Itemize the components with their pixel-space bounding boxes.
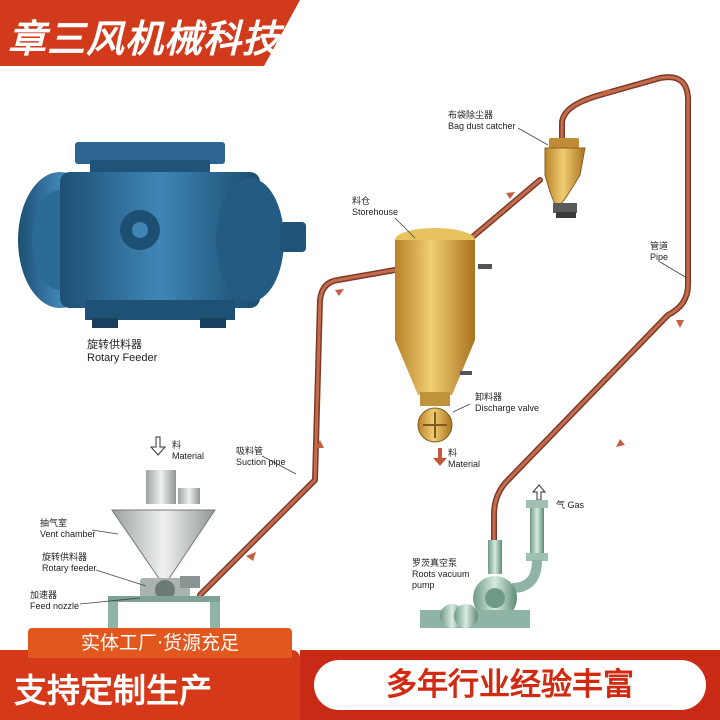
material-out-label-cn: 料 bbox=[448, 448, 458, 458]
roots-pump-label: 罗茨真空泵 Roots vacuum pump bbox=[412, 558, 470, 591]
custom-production-text: 支持定制生产 bbox=[14, 671, 212, 710]
pipe-network bbox=[197, 74, 692, 598]
rotary-label-en: Rotary feeder bbox=[42, 563, 97, 573]
pipe-label-en: Pipe bbox=[650, 252, 669, 262]
roots-label-cn: 罗茨真空泵 bbox=[412, 558, 458, 568]
feeder-assembly bbox=[108, 470, 220, 636]
company-name: 章三风机械科技 bbox=[8, 17, 282, 61]
gas-label-en: Gas bbox=[567, 500, 585, 510]
rotary-feeder-photo-label: 旋转供料器 Rotary Feeder bbox=[87, 339, 157, 365]
suction-label-en: Suction pipe bbox=[236, 457, 286, 467]
experience-pill: 多年行业经验丰富 bbox=[314, 660, 706, 710]
gas-label-cn: 气 bbox=[556, 500, 566, 510]
roots-label-en2: pump bbox=[412, 580, 435, 590]
gas-label: 气 Gas bbox=[556, 500, 584, 511]
vent-label-cn: 抽气室 bbox=[40, 518, 68, 528]
rotary-feeder-photo-label-en: Rotary Feeder bbox=[87, 352, 158, 364]
experience-box: 多年行业经验丰富 bbox=[300, 650, 720, 720]
bag-dust-catcher bbox=[544, 138, 586, 218]
storehouse-label: 料仓 Storehouse bbox=[352, 196, 398, 218]
promo-bar: 支持定制生产 实体工厂·货源充足 多年行业经验丰富 bbox=[0, 628, 720, 720]
discharge-valve-label: 卸料器 Discharge valve bbox=[475, 392, 539, 414]
leader-lines bbox=[79, 127, 688, 605]
bag-label-en: Bag dust catcher bbox=[448, 121, 516, 131]
rotary-feeder-label: 旋转供料器 Rotary feeder bbox=[42, 552, 97, 574]
nozzle-label-cn: 加速器 bbox=[30, 590, 58, 600]
material-in-label: 料 Material bbox=[172, 440, 204, 462]
pipe-label: 管道 Pipe bbox=[650, 241, 668, 263]
rotary-label-cn: 旋转供料器 bbox=[42, 552, 88, 562]
material-in-arrow bbox=[149, 436, 167, 456]
roots-label-en1: Roots vacuum bbox=[412, 569, 470, 579]
roots-vacuum-pump bbox=[420, 500, 548, 628]
bag-label-cn: 布袋除尘器 bbox=[448, 110, 494, 120]
nozzle-label-en: Feed nozzle bbox=[30, 601, 80, 611]
material-out-label: 料 Material bbox=[448, 448, 480, 470]
feed-nozzle-label: 加速器 Feed nozzle bbox=[30, 590, 79, 612]
experience-text: 多年行业经验丰富 bbox=[386, 667, 634, 703]
company-banner: 章三风机械科技 bbox=[0, 0, 300, 66]
bag-dust-catcher-label: 布袋除尘器 Bag dust catcher bbox=[448, 110, 516, 132]
gas-out-arrow bbox=[531, 484, 547, 501]
material-out-arrow bbox=[433, 448, 447, 466]
storehouse-label-en: Storehouse bbox=[352, 207, 399, 217]
rotary-feeder-photo-label-cn: 旋转供料器 bbox=[87, 339, 142, 351]
material-in-label-cn: 料 bbox=[172, 440, 182, 450]
discharge-label-cn: 卸料器 bbox=[475, 392, 503, 402]
material-out-label-en: Material bbox=[448, 459, 481, 469]
storehouse-label-cn: 料仓 bbox=[352, 196, 371, 206]
pipe-label-cn: 管道 bbox=[650, 241, 669, 251]
factory-tab: 实体工厂·货源充足 bbox=[28, 628, 292, 658]
suction-pipe-label: 吸料管 Suction pipe bbox=[236, 446, 286, 468]
flow-arrows bbox=[246, 89, 684, 561]
storehouse bbox=[395, 228, 492, 443]
discharge-label-en: Discharge valve bbox=[475, 403, 540, 413]
vent-chamber-label: 抽气室 Vent chamber bbox=[40, 518, 96, 540]
vent-label-en: Vent chamber bbox=[40, 529, 96, 539]
material-in-label-en: Material bbox=[172, 451, 205, 461]
custom-production-box: 支持定制生产 bbox=[0, 650, 300, 720]
suction-label-cn: 吸料管 bbox=[236, 446, 264, 456]
rotary-feeder-photo bbox=[18, 142, 306, 328]
